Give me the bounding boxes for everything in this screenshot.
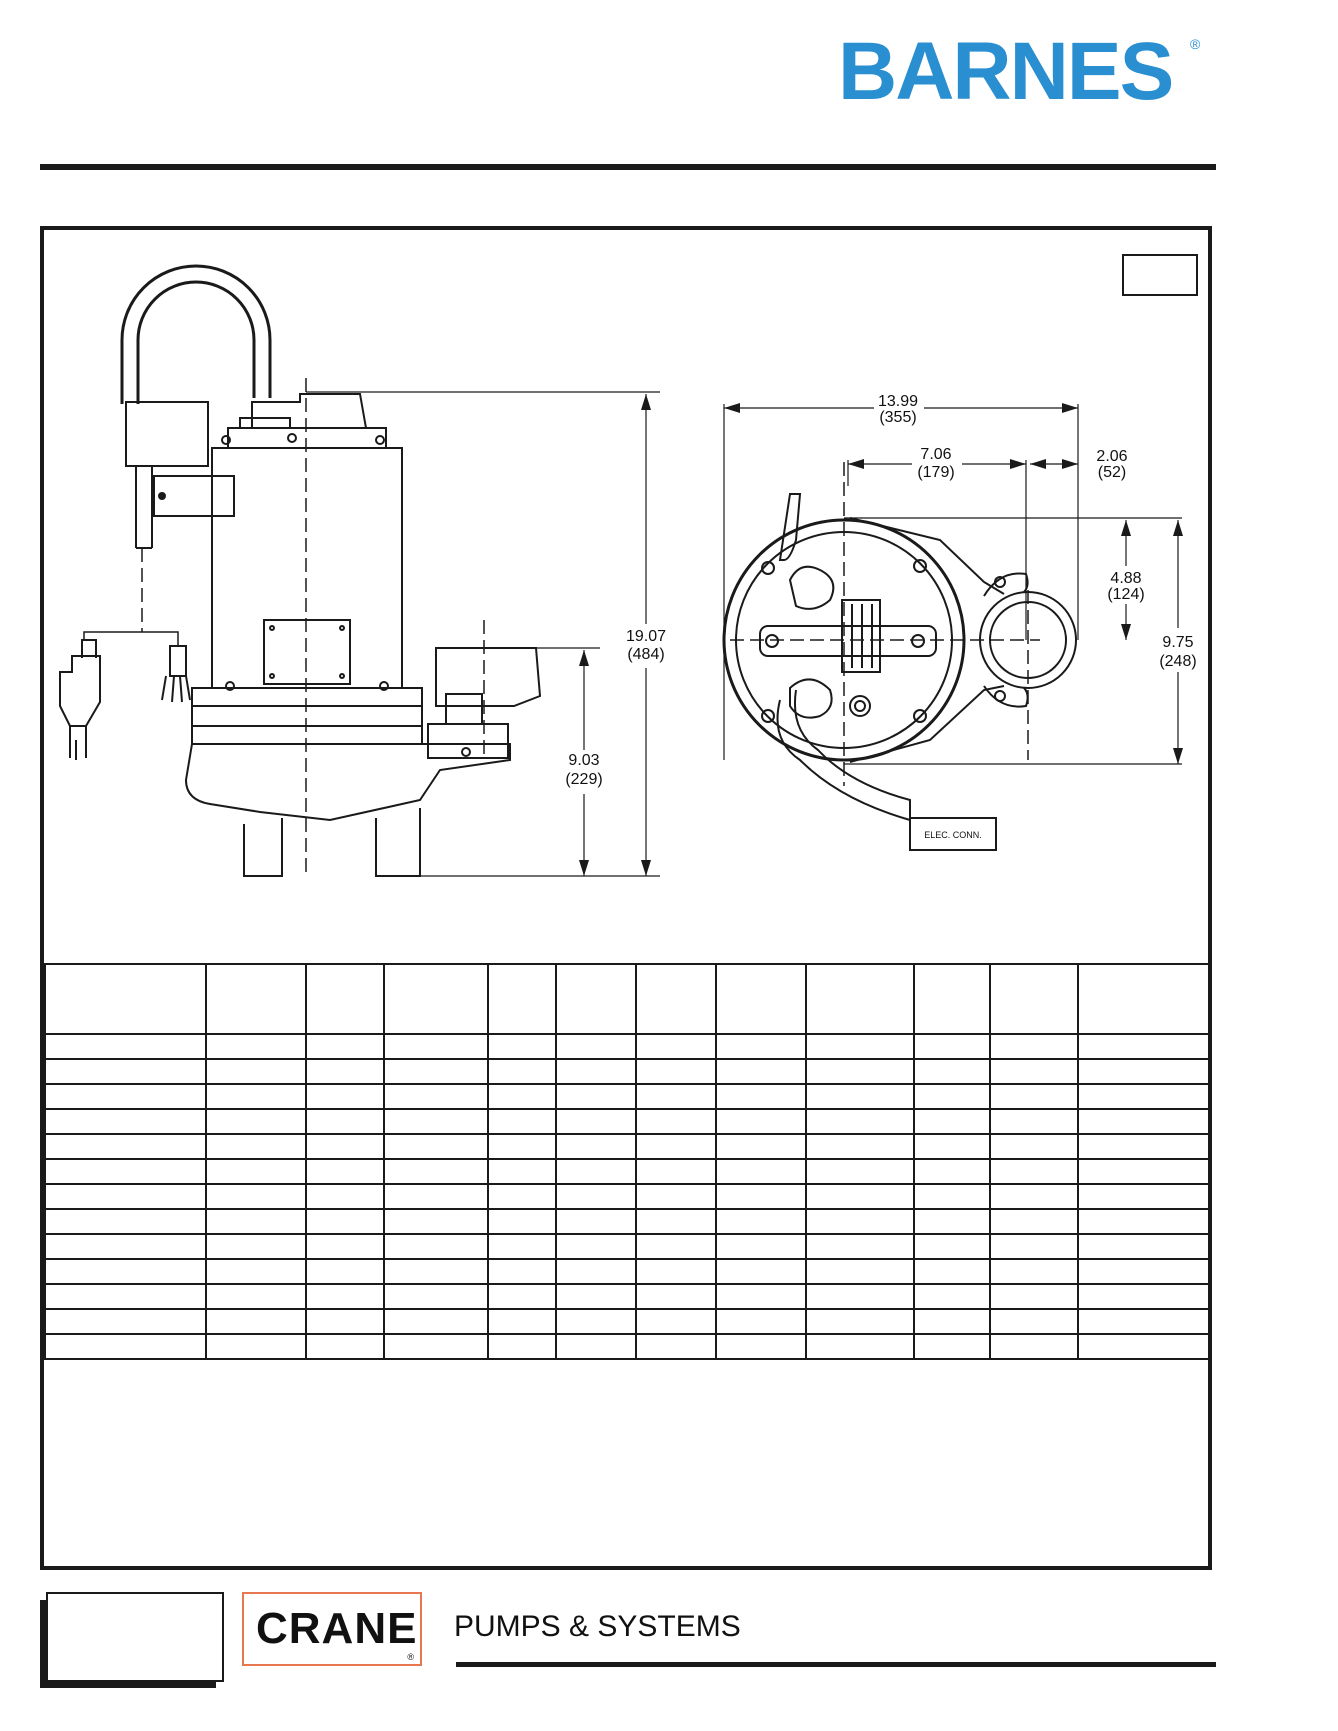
power-plug <box>59 639 101 727</box>
barnes-logo: BARNES ® <box>838 26 1201 117</box>
spec-sheet-frame <box>40 226 1212 1570</box>
barnes-registered-mark: ® <box>1190 36 1201 52</box>
power-cable <box>776 699 911 846</box>
crane-registered-mark: ® <box>407 1652 414 1662</box>
table-row <box>44 1033 1210 1060</box>
dim-center-to-discharge: 7.06 <box>920 446 951 463</box>
dim-discharge-height-mm: (229) <box>565 771 602 788</box>
dim-discharge-to-edge-mm: (52) <box>1098 464 1126 481</box>
table-row <box>44 1108 1210 1135</box>
pump-volute <box>184 743 511 822</box>
dim-center-to-discharge-mm: (179) <box>917 464 954 481</box>
dim-center-offset-mm: (124) <box>1107 586 1144 603</box>
dim-width-total-mm: (355) <box>879 409 916 426</box>
pump-dimension-drawing: 19.07 (484) 9.03 (229) 13.99 (355) 7.06 … <box>59 264 1204 877</box>
table-row <box>44 1333 1210 1360</box>
dim-height-total-mm: (484) <box>627 646 664 663</box>
dim-discharge-height: 9.03 <box>568 752 599 769</box>
table-row <box>44 1158 1210 1185</box>
table-row <box>44 1133 1210 1160</box>
barnes-logo-text: BARNES <box>838 26 1174 117</box>
pumps-systems-tagline: PUMPS & SYSTEMS <box>454 1610 741 1643</box>
table-row <box>44 1283 1210 1310</box>
junction-plate <box>263 619 351 685</box>
discharge-outlet <box>435 647 542 707</box>
dim-width-total: 13.99 <box>878 393 918 410</box>
dim-depth-total-mm: (248) <box>1159 653 1196 670</box>
table-row <box>44 1233 1210 1260</box>
table-row <box>44 1308 1210 1335</box>
lifting-handle <box>136 280 256 404</box>
table-row <box>44 1208 1210 1235</box>
table-row <box>44 1058 1210 1085</box>
spec-table-body <box>44 963 1210 1360</box>
footer-rule <box>456 1662 1216 1667</box>
spec-table <box>44 963 1210 1360</box>
elec-conn-label: ELEC. CONN. <box>924 830 982 840</box>
dim-center-offset: 4.88 <box>1110 570 1141 587</box>
table-row <box>44 1083 1210 1110</box>
page-number-box <box>46 1592 224 1682</box>
dim-height-total: 19.07 <box>626 628 666 645</box>
elec-conn-box <box>909 817 997 851</box>
table-row <box>44 1183 1210 1210</box>
crane-logo: CRANE ® <box>242 1592 422 1666</box>
table-row <box>44 1258 1210 1285</box>
motor-housing <box>211 447 403 689</box>
header-rule <box>40 164 1216 170</box>
dim-depth-total: 9.75 <box>1162 634 1193 651</box>
float-switch <box>125 401 209 467</box>
section-tag-box <box>1122 254 1198 296</box>
dim-discharge-to-edge: 2.06 <box>1096 448 1127 465</box>
spec-table-header-row <box>44 963 1210 1035</box>
crane-logo-text: CRANE <box>256 1604 418 1653</box>
